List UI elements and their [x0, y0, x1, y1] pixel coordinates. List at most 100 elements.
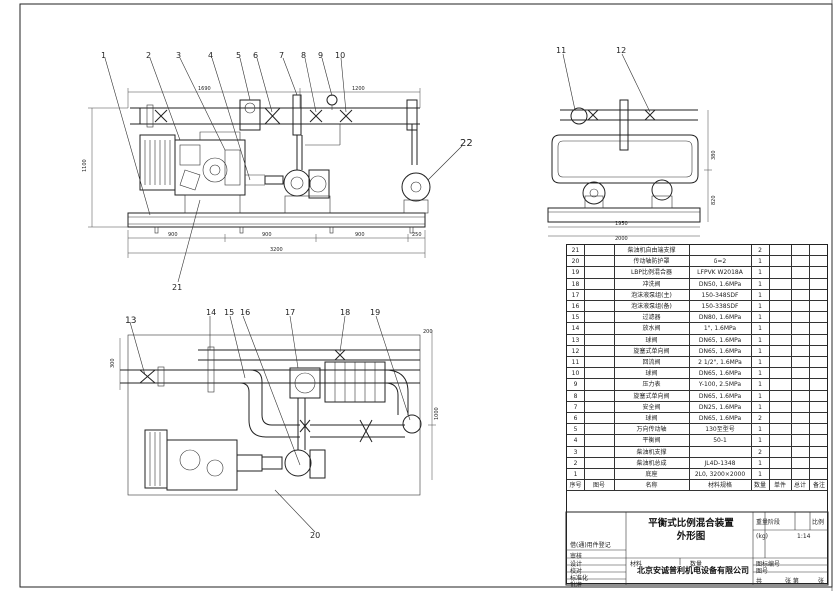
- bom-cell-qty: 1: [751, 368, 770, 380]
- bom-cell-no: 9: [567, 379, 585, 391]
- bom-header-spec: 材料规格: [689, 480, 752, 492]
- bom-cell-qty: 1: [751, 256, 770, 268]
- bom-cell-code: [584, 401, 615, 413]
- scale-value: 1:14: [797, 533, 811, 540]
- standardize-label: 标准化: [570, 575, 589, 582]
- bom-cell-rem: [809, 413, 829, 424]
- bom-cell-code: [584, 469, 615, 480]
- part-label-18: 18: [340, 308, 350, 317]
- bom-cell-no: 16: [567, 301, 585, 312]
- part-label-5: 5: [236, 51, 241, 60]
- bom-cell-wt: [791, 245, 810, 256]
- bom-cell-name: 底座: [614, 469, 690, 480]
- bom-cell-mat: [769, 413, 792, 424]
- part-label-2: 2: [146, 51, 151, 60]
- bom-cell-code: [584, 301, 615, 312]
- piping-front: [130, 94, 431, 214]
- bom-cell-rem: [809, 402, 829, 413]
- bom-cell-mat: [769, 368, 792, 380]
- bom-cell-mat: [769, 390, 792, 402]
- part-label-21: 21: [172, 283, 182, 292]
- company-name: 北京安诚普利机电设备有限公司: [637, 566, 749, 575]
- part-label-15: 15: [224, 308, 234, 317]
- dim-820: 820: [711, 195, 717, 205]
- bom-cell-no: 3: [567, 446, 585, 458]
- plan-base: [127, 334, 421, 496]
- scale-label: 比例: [812, 519, 825, 526]
- bom-cell-spec: 2L0, 3200×2000: [689, 469, 752, 480]
- dim-900-a: 900: [168, 232, 178, 238]
- bom-cell-rem: [809, 245, 829, 256]
- bom-cell-code: [584, 357, 615, 368]
- quantity-label: 数量: [690, 561, 703, 568]
- bom-cell-wt: [791, 345, 810, 357]
- bom-cell-wt: [791, 390, 810, 402]
- bom-cell-mat: [769, 424, 792, 436]
- bom-cell-rem: [809, 424, 829, 435]
- bom-cell-name: 放水阀: [614, 323, 690, 335]
- bom-cell-rem: [809, 379, 829, 390]
- dim-1950: 1950: [615, 221, 628, 227]
- bom-cell-spec: 130至型号: [689, 424, 752, 436]
- bom-cell-spec: DN65, 1.6MPa: [689, 334, 752, 346]
- bom-header-wt: 总计: [791, 480, 810, 492]
- bom-cell-no: 17: [567, 289, 585, 301]
- part-label-10: 10: [335, 51, 345, 60]
- bom-header-code: 图号: [584, 480, 615, 492]
- bom-cell-qty: 1: [751, 278, 770, 290]
- bom-cell-mat: [769, 323, 792, 335]
- bom-cell-qty: 1: [751, 401, 770, 413]
- bom-cell-wt: [791, 424, 810, 436]
- base-frame: [127, 212, 426, 228]
- part-label-13: 13: [125, 316, 136, 326]
- dim-3200: 3200: [270, 247, 283, 253]
- drive-shaft: [264, 175, 284, 185]
- part-label-12: 12: [616, 46, 626, 55]
- bom-cell-rem: [809, 301, 829, 312]
- part-label-7: 7: [279, 51, 284, 60]
- bom-cell-rem: [809, 335, 829, 346]
- bom-cell-no: 8: [567, 390, 585, 402]
- bom-cell-mat: [769, 245, 792, 256]
- dim-1000: 1000: [434, 407, 440, 420]
- bom-cell-name: 柴油机自由端支撑: [614, 245, 690, 256]
- bom-cell-name: 球阀: [614, 413, 690, 424]
- sheet-total-label: 共: [756, 578, 763, 585]
- bom-cell-spec: DN65, 1.6MPa: [689, 413, 752, 424]
- bom-cell-no: 18: [567, 278, 585, 290]
- bom-cell-code: [584, 390, 615, 402]
- part-label-17: 17: [285, 308, 295, 317]
- bom-header-mat: 单件: [769, 480, 792, 492]
- part-label-9: 9: [318, 51, 323, 60]
- bom-cell-name: 平衡阀: [614, 435, 690, 447]
- bom-cell-wt: [791, 446, 810, 458]
- bom-cell-wt: [791, 469, 810, 480]
- standard-no-label: 图标编号: [756, 561, 781, 568]
- part-label-8: 8: [301, 51, 306, 60]
- bom-cell-code: [584, 323, 615, 335]
- bom-cell-qty: 1: [751, 435, 770, 447]
- bom-cell-qty: 2: [751, 245, 770, 256]
- dim-380: 380: [711, 150, 717, 160]
- bom-cell-qty: 1: [751, 424, 770, 436]
- bom-cell-no: 6: [567, 413, 585, 424]
- bom-cell-mat: [769, 435, 792, 447]
- diesel-engine: [139, 131, 265, 214]
- bom-header-name: 名称: [614, 480, 690, 492]
- bom-cell-rem: [809, 447, 829, 458]
- part-label-6: 6: [253, 51, 258, 60]
- bom-header-no: 序号: [567, 480, 585, 492]
- bom-cell-wt: [791, 401, 810, 413]
- bom-cell-wt: [791, 334, 810, 346]
- engine-radiator: [144, 429, 168, 489]
